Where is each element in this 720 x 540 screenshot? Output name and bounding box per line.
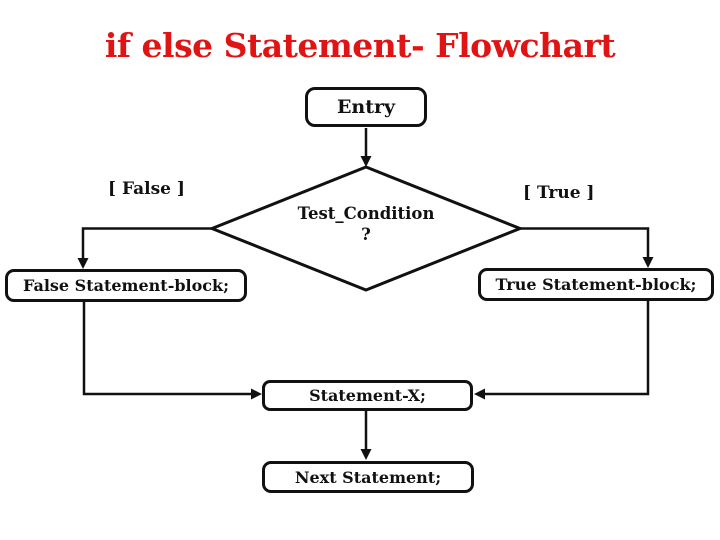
connector-diamond-to-false	[81, 227, 212, 260]
decision-diamond-shape	[207, 165, 525, 292]
true-statement-block-label: True Statement-block;	[495, 275, 697, 294]
arrowhead-diamond-to-true	[642, 257, 654, 268]
connector-false-to-statementx	[82, 302, 253, 396]
decision-diamond-label: Test_Condition ?	[266, 203, 466, 245]
entry-node-label: Entry	[336, 96, 396, 118]
connector-diamond-to-true	[520, 227, 650, 259]
false-branch-label: [ False ]	[108, 179, 185, 199]
condition-text-line2: ?	[361, 225, 371, 244]
condition-text-line1: Test_Condition	[297, 204, 435, 223]
arrowhead-true-to-statementx	[474, 388, 485, 400]
arrowhead-statementx-to-next	[360, 449, 372, 460]
arrowhead-diamond-to-false	[77, 258, 89, 269]
statement-x-node: Statement-X;	[262, 380, 473, 411]
connector-true-to-statementx	[483, 301, 650, 396]
false-statement-block-label: False Statement-block;	[22, 276, 229, 295]
next-statement-node: Next Statement;	[262, 461, 474, 493]
statement-x-label: Statement-X;	[309, 386, 426, 405]
arrowhead-false-to-statementx	[251, 388, 262, 400]
arrowhead-entry-to-diamond	[360, 156, 372, 167]
page-title: if else Statement- Flowchart	[104, 26, 616, 65]
false-statement-block-node: False Statement-block;	[5, 269, 247, 302]
true-statement-block-node: True Statement-block;	[478, 268, 714, 301]
entry-node: Entry	[305, 87, 427, 127]
next-statement-label: Next Statement;	[294, 467, 442, 487]
true-branch-label: [ True ]	[523, 183, 595, 203]
